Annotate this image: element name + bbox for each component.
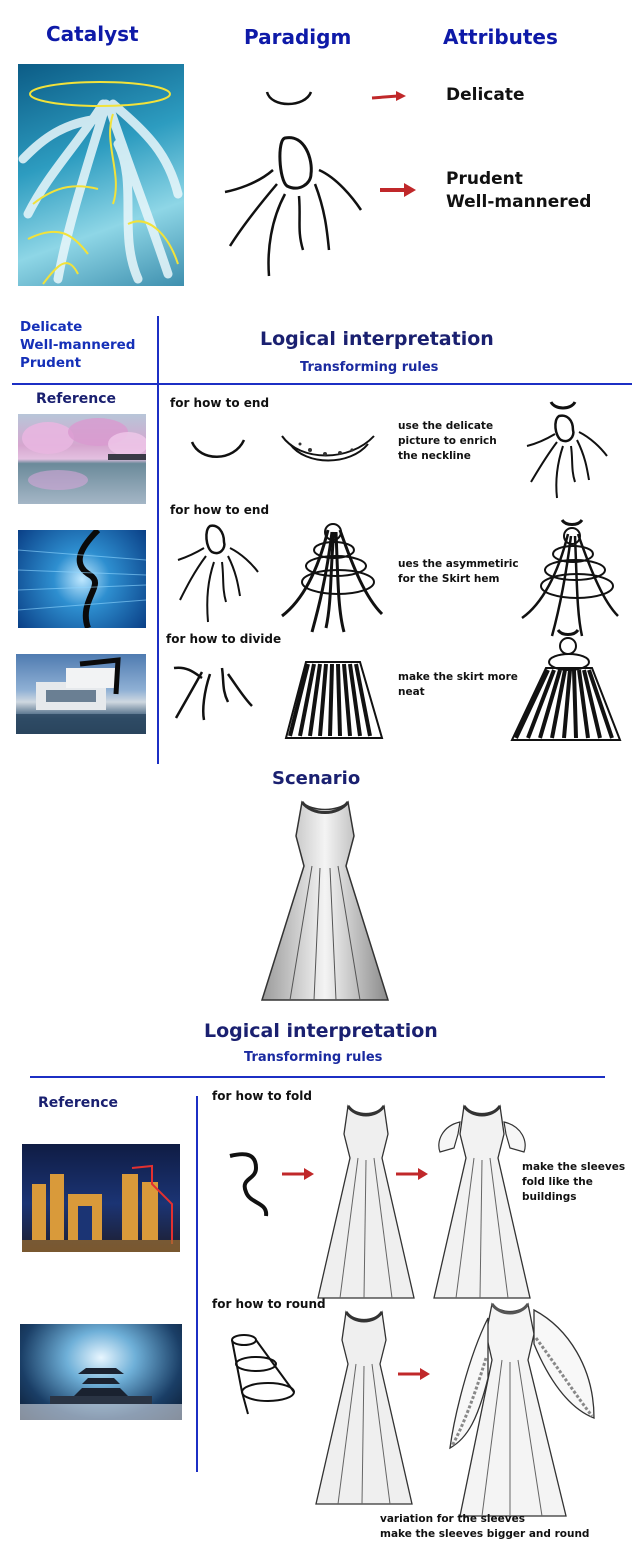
catalyst-header: Catalyst	[46, 22, 139, 46]
reference-photo-temple	[20, 1324, 182, 1420]
dress-with-round-sleeves-sketch	[449, 1302, 595, 1517]
arrow-icon	[398, 1368, 430, 1380]
rule-label: for how to round	[212, 1297, 326, 1311]
section2-subtitle: Transforming rules	[244, 1050, 383, 1065]
rule-note: variation for the sleeves make the sleev…	[380, 1513, 590, 1540]
catalyst-photo	[18, 64, 184, 286]
attribute-line: Prudent	[20, 355, 82, 371]
rule-note: use the delicate picture to enrich the n…	[398, 420, 497, 462]
paradigm-figure-sketch	[177, 524, 259, 623]
rule-label: for how to end	[170, 503, 270, 517]
fold-curve-sketch	[229, 1152, 269, 1217]
section1-subtitle: Transforming rules	[300, 360, 439, 375]
round-cone-sketch	[231, 1334, 295, 1415]
section1-attribute-list: Delicate Well-mannered Prudent	[20, 318, 135, 372]
reference-photo-modern-house	[16, 654, 146, 734]
neckline-curve-sketch	[190, 439, 246, 458]
arrow-icon	[380, 183, 416, 197]
section2-vertical-divider	[196, 1096, 198, 1472]
dress-sketch	[317, 1104, 415, 1299]
pleated-skirt-sketch	[284, 661, 384, 739]
section1-vertical-divider	[157, 316, 159, 764]
rule-note: ues the asymmetiric for the Skirt hem	[398, 558, 519, 585]
section2-reference-label: Reference	[38, 1095, 119, 1111]
arrow-icon	[282, 1168, 314, 1180]
rule-note: make the skirt more neat	[398, 671, 518, 698]
section1-horizontal-divider	[12, 383, 632, 385]
attribute-well-mannered: Well-mannered	[446, 192, 592, 212]
attribute-prudent: Prudent	[446, 169, 523, 189]
figure-result-sketch	[510, 628, 622, 741]
paradigm-lines-sketch	[173, 666, 253, 721]
rule-label: for how to divide	[166, 632, 282, 646]
dress-sketch	[260, 800, 390, 1001]
neckline-ornament-sketch	[281, 435, 375, 462]
rule-label: for how to end	[170, 396, 270, 410]
attribute-line: Well-mannered	[20, 337, 136, 353]
rule-note: make the sleeves fold like the buildings	[522, 1161, 626, 1203]
figure-result-sketch	[526, 401, 608, 499]
section2-horizontal-divider	[30, 1076, 605, 1078]
figure-result-sketch	[521, 518, 619, 637]
paradigm-sketch	[224, 91, 363, 277]
section2-title: Logical interpretation	[204, 1020, 438, 1042]
arrow-icon	[371, 91, 406, 101]
attributes-header: Attributes	[443, 25, 558, 49]
asymmetric-skirt-sketch	[281, 523, 384, 633]
section1-title: Logical interpretation	[260, 328, 494, 350]
paradigm-header: Paradigm	[244, 25, 352, 49]
scenario-title: Scenario	[272, 768, 361, 789]
reference-photo-city-buildings	[22, 1144, 180, 1252]
reference-photo-binary-tunnel	[18, 530, 146, 628]
section1-reference-label: Reference	[36, 391, 117, 407]
rule-label: for how to fold	[212, 1089, 312, 1103]
dress-with-sleeves-sketch	[433, 1104, 531, 1299]
reference-photo-cherry-blossoms	[18, 414, 146, 504]
attribute-line: Delicate	[20, 319, 83, 335]
attribute-delicate: Delicate	[446, 85, 525, 105]
arrow-icon	[396, 1168, 428, 1180]
dress-sketch	[315, 1310, 413, 1505]
